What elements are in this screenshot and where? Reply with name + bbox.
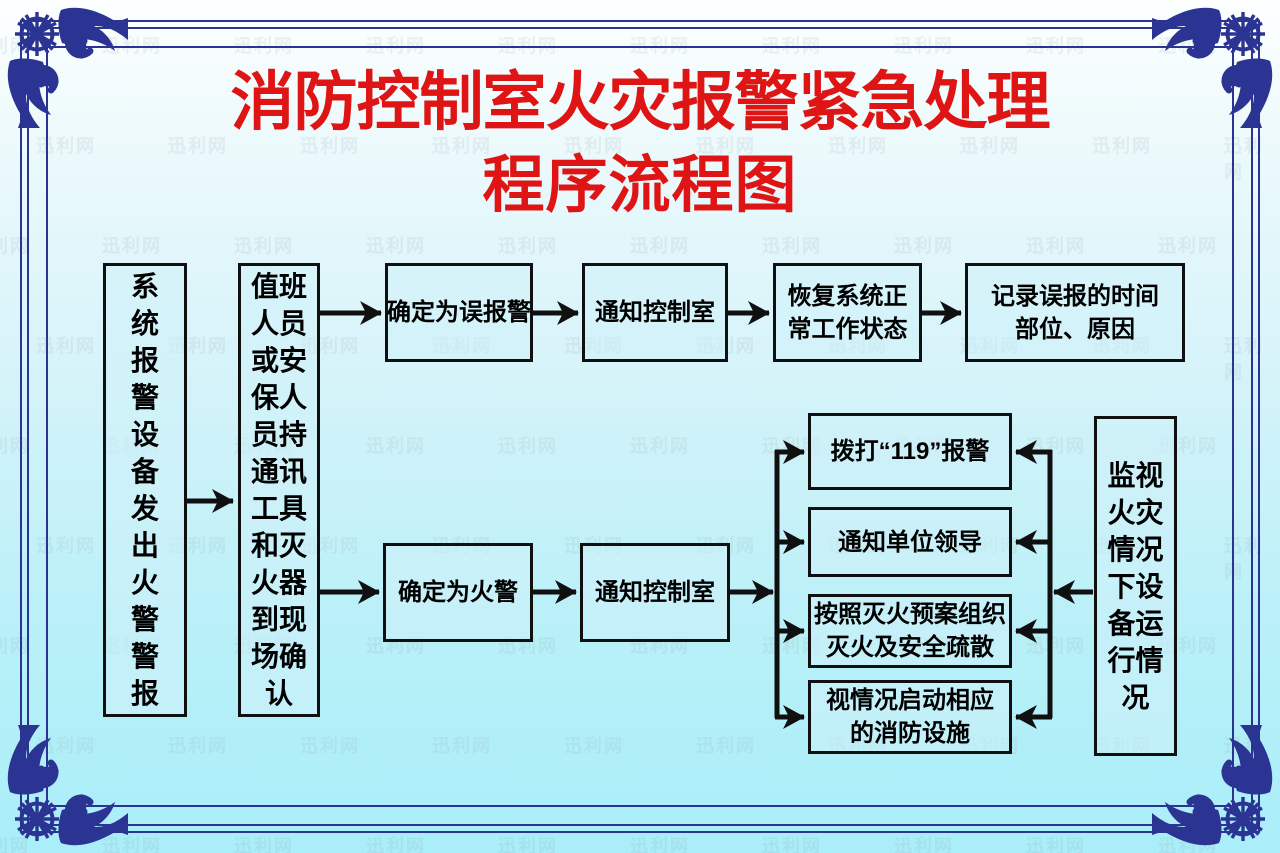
watermark-text: 迅利网 xyxy=(762,836,822,853)
watermark-text: 迅利网 xyxy=(762,236,822,256)
watermark-text: 迅利网 xyxy=(234,836,294,853)
flow-node-record-false-alarm: 记录误报的时间 部位、原因 xyxy=(965,263,1185,362)
flow-node-duty-personnel-label: 值班人员或安保人员持通讯工具和灭火器到现场确认 xyxy=(250,271,307,709)
watermark-text: 迅利网 xyxy=(366,36,426,56)
watermark-text: 迅利网 xyxy=(0,436,30,456)
watermark-text: 迅利网 xyxy=(36,536,96,556)
title-line-2: 程序流程图 xyxy=(482,152,798,220)
flow-node-system-alarm-label: 系统报警设备发出火警警报 xyxy=(130,271,159,709)
watermark-text: 迅利网 xyxy=(498,436,558,456)
watermark-text: 迅利网 xyxy=(630,836,690,853)
watermark-text: 迅利网 xyxy=(762,36,822,56)
watermark-text: 迅利网 xyxy=(234,36,294,56)
watermark-text: 迅利网 xyxy=(36,336,96,356)
flow-node-call-119: 拨打“119”报警 xyxy=(808,413,1012,490)
watermark-text: 迅利网 xyxy=(366,836,426,853)
flow-node-activate-facilities: 视情况启动相应 的消防设施 xyxy=(808,680,1012,754)
title-line-1: 消防控制室火灾报警紧急处理 xyxy=(230,67,1051,138)
watermark-text: 迅利网 xyxy=(696,736,756,756)
flow-node-system-alarm: 系统报警设备发出火警警报 xyxy=(103,263,187,717)
page-title: 消防控制室火灾报警紧急处理 程序流程图 xyxy=(0,56,1280,222)
watermark-text: 迅利网 xyxy=(0,236,30,256)
watermark-text: 迅利网 xyxy=(564,736,624,756)
watermark-text: 迅利网 xyxy=(300,736,360,756)
watermark-text: 迅利网 xyxy=(102,236,162,256)
watermark-text: 迅利网 xyxy=(630,236,690,256)
flow-node-duty-personnel: 值班人员或安保人员持通讯工具和灭火器到现场确认 xyxy=(238,263,320,717)
flow-node-monitor-label: 监视火灾情况下设备运行情况 xyxy=(1107,459,1164,713)
watermark-text: 迅利网 xyxy=(894,236,954,256)
watermark-text: 迅利网 xyxy=(894,36,954,56)
watermark-text: 迅利网 xyxy=(1026,236,1086,256)
flow-node-notify-leaders: 通知单位领导 xyxy=(808,507,1012,577)
watermark-text: 迅利网 xyxy=(1158,236,1218,256)
watermark-text: 迅利网 xyxy=(498,836,558,853)
watermark-text: 迅利网 xyxy=(894,836,954,853)
watermark-text: 迅利网 xyxy=(168,736,228,756)
flow-node-monitor: 监视火灾情况下设备运行情况 xyxy=(1094,416,1177,756)
watermark-text: 迅利网 xyxy=(1224,336,1264,382)
watermark-text: 迅利网 xyxy=(498,236,558,256)
watermark-text: 迅利网 xyxy=(1026,436,1086,456)
flow-node-notify-control-bottom: 通知控制室 xyxy=(580,543,730,642)
watermark-text: 迅利网 xyxy=(234,236,294,256)
watermark-text: 迅利网 xyxy=(630,36,690,56)
watermark-text: 迅利网 xyxy=(1026,636,1086,656)
flow-node-extinguish-plan: 按照灭火预案组织 灭火及安全疏散 xyxy=(808,594,1012,668)
watermark-text: 迅利网 xyxy=(1026,36,1086,56)
watermark-text: 迅利网 xyxy=(498,36,558,56)
watermark-text: 迅利网 xyxy=(0,636,30,656)
watermark-text: 迅利网 xyxy=(1224,536,1264,582)
watermark-text: 迅利网 xyxy=(1026,836,1086,853)
watermark-text: 迅利网 xyxy=(630,436,690,456)
watermark-text: 迅利网 xyxy=(366,436,426,456)
watermark-text: 迅利网 xyxy=(432,736,492,756)
flow-node-restore-system: 恢复系统正 常工作状态 xyxy=(773,263,922,362)
corner-ornament-bottom-left xyxy=(4,719,134,849)
flow-node-notify-control-top: 通知控制室 xyxy=(582,263,728,362)
watermark-text: 迅利网 xyxy=(366,236,426,256)
flow-node-fire-alarm: 确定为火警 xyxy=(383,543,533,642)
flow-node-false-alarm: 确定为误报警 xyxy=(385,263,533,362)
